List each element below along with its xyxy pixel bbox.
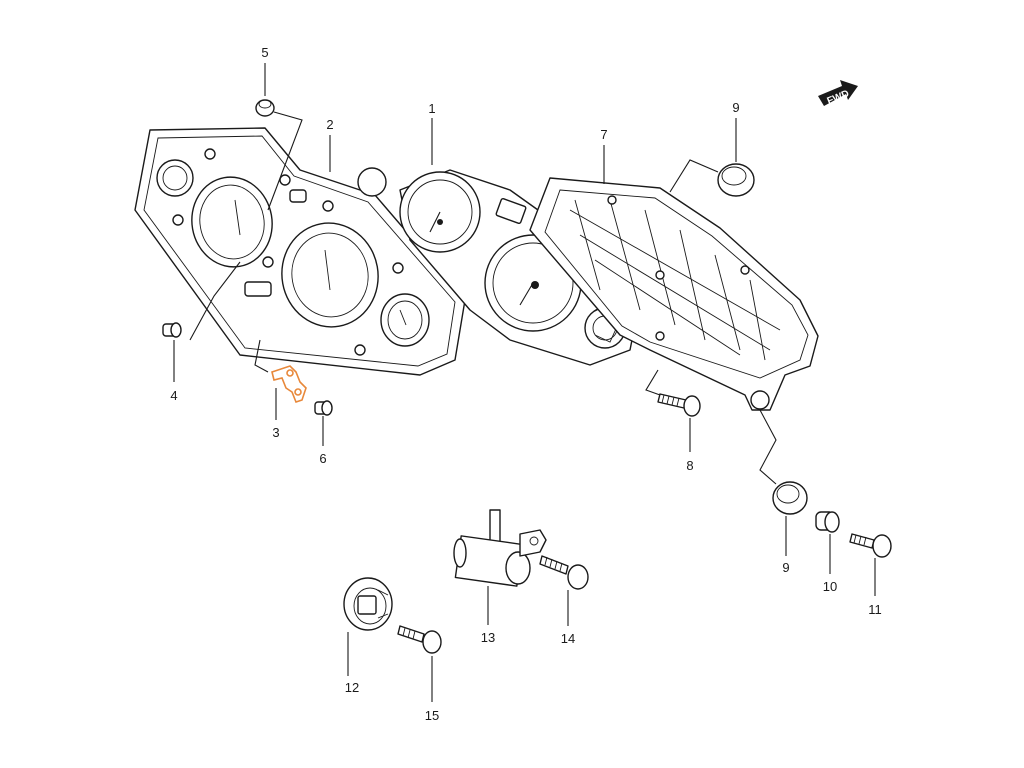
part-15-screw[interactable]	[397, 625, 442, 654]
part-10-collar[interactable]	[815, 511, 840, 533]
label-part-12: 12	[345, 680, 359, 695]
part-4-screw[interactable]	[162, 322, 182, 338]
part-2-meter-cover[interactable]	[134, 127, 466, 376]
label-part-9-upper: 9	[732, 100, 739, 115]
label-part-1: 1	[428, 101, 435, 116]
label-part-6: 6	[319, 451, 326, 466]
part-5-grommet[interactable]	[255, 99, 275, 117]
label-part-14: 14	[561, 631, 575, 646]
forward-direction-arrow: FWD	[818, 80, 858, 107]
label-part-15: 15	[425, 708, 439, 723]
part-6-nut[interactable]	[314, 400, 333, 416]
label-part-8: 8	[686, 458, 693, 473]
part-9-grommet-lower[interactable]	[772, 481, 808, 515]
label-part-13: 13	[481, 630, 495, 645]
label-part-7: 7	[600, 127, 607, 142]
label-part-3: 3	[272, 425, 279, 440]
part-9-grommet-upper[interactable]	[717, 163, 755, 197]
part-3-bracket-highlighted[interactable]	[271, 365, 307, 403]
part-7-lower-case[interactable]	[529, 177, 819, 411]
fwd-label: FWD	[826, 88, 851, 107]
part-12-bulb-socket[interactable]	[343, 577, 393, 631]
part-number-labels: 5 2 1 7 9 4 3 6 8 9 10 11 12 13 14 15	[170, 45, 881, 723]
label-part-4: 4	[170, 388, 177, 403]
part-14-screw[interactable]	[539, 555, 589, 590]
label-part-10: 10	[823, 579, 837, 594]
part-11-screw[interactable]	[849, 533, 892, 558]
label-part-11: 11	[868, 602, 882, 617]
label-part-2: 2	[326, 117, 333, 132]
part-13-sensor[interactable]	[453, 509, 547, 587]
leader-lines	[173, 63, 876, 702]
label-part-5: 5	[261, 45, 268, 60]
label-part-9-lower: 9	[782, 560, 789, 575]
part-8-screw[interactable]	[657, 393, 701, 417]
